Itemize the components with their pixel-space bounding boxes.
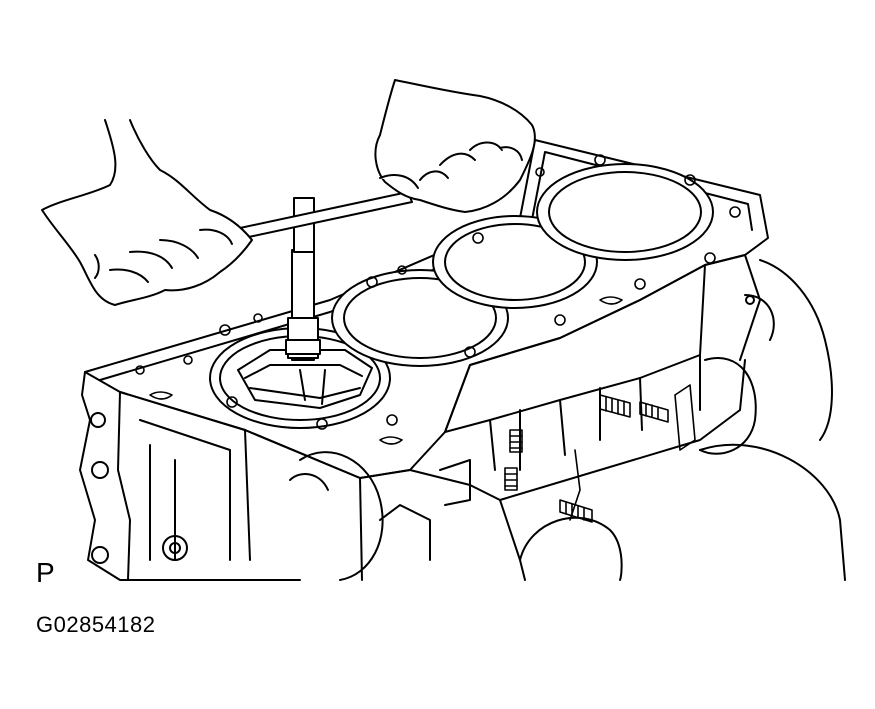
figure-code: G02854182: [36, 612, 156, 637]
block-side-wall: [80, 255, 760, 580]
right-hand: [375, 80, 534, 212]
right-housing: [520, 260, 845, 580]
left-hand: [42, 120, 252, 305]
deck-holes: [136, 155, 740, 444]
service-tool: [238, 192, 412, 408]
studs: [505, 385, 695, 522]
tool-t-handle: [240, 192, 412, 238]
view-label: P: [36, 557, 55, 588]
cylinder-bore-4: [537, 164, 713, 260]
lower-block: [91, 413, 470, 580]
